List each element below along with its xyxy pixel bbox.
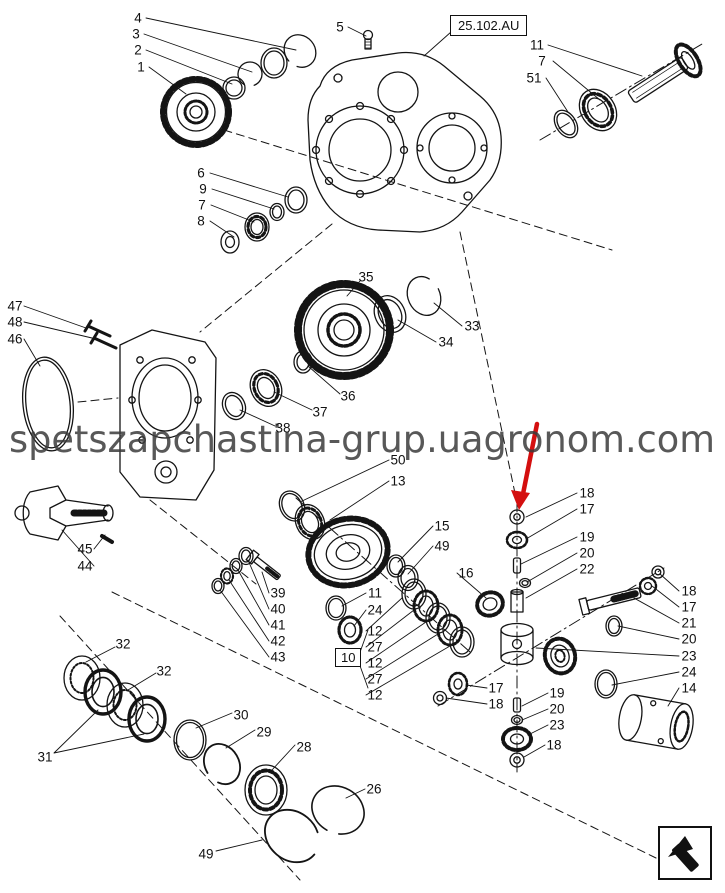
part-label: 3 — [132, 26, 140, 42]
part-label: 13 — [390, 473, 406, 489]
page-nav-button[interactable] — [658, 826, 712, 880]
part-label: 7 — [198, 197, 206, 213]
watermark-text: spetszapchastina-grup.uagronom.com — [9, 418, 715, 461]
part-label: 14 — [681, 680, 697, 696]
part-label: 36 — [340, 388, 356, 404]
part-label: 43 — [270, 649, 286, 665]
part-label: 27 — [367, 671, 383, 687]
spacer-bearing-set — [220, 186, 308, 254]
part-label: 16 — [458, 565, 474, 581]
part-label: 1 — [137, 59, 145, 75]
part-label: 12 — [367, 655, 383, 671]
part-label: 20 — [681, 631, 697, 647]
part-label: 18 — [488, 696, 504, 712]
pinion-shaft-assembly — [553, 42, 703, 139]
part-label: 11 — [367, 585, 383, 601]
red-callout-arrow — [511, 421, 540, 510]
part-label: 41 — [270, 617, 286, 633]
part-label: 5 — [336, 19, 344, 35]
part-label: 20 — [549, 701, 565, 717]
differential-assembly — [432, 509, 665, 768]
part-label: 8 — [197, 213, 205, 229]
part-label: 18 — [579, 485, 595, 501]
part-label: 22 — [579, 561, 595, 577]
part-label: 17 — [681, 599, 697, 615]
part-label: 23 — [549, 717, 565, 733]
part-label: 24 — [367, 602, 383, 618]
part-label: 12 — [367, 623, 383, 639]
part-label: 18 — [546, 737, 562, 753]
part-label: 32 — [115, 636, 131, 652]
part-label: 33 — [464, 318, 480, 334]
part-label: 38 — [275, 420, 291, 436]
part-label: 17 — [488, 680, 504, 696]
construction-lines — [59, 43, 703, 881]
yoke-assembly — [14, 485, 114, 544]
part-label: 45 — [77, 541, 93, 557]
part-label: 37 — [312, 404, 328, 420]
group-ref-box: 10 — [335, 648, 362, 667]
part-label: 19 — [579, 529, 595, 545]
part-label: 32 — [156, 663, 172, 679]
part-label: 50 — [390, 452, 406, 468]
part-label: 28 — [296, 739, 312, 755]
part-label: 48 — [7, 314, 23, 330]
part-label: 49 — [434, 538, 450, 554]
part-label: 20 — [579, 545, 595, 561]
part-label: 44 — [77, 558, 93, 574]
part-label: 7 — [538, 53, 546, 69]
part-label: 47 — [7, 298, 23, 314]
part-label: 4 — [134, 10, 142, 26]
part-label: 49 — [198, 846, 214, 862]
part-label: 9 — [199, 181, 207, 197]
disc-ring-stack — [63, 655, 365, 864]
part-label: 12 — [367, 687, 383, 703]
part-label: 18 — [681, 583, 697, 599]
part-label: 40 — [270, 601, 286, 617]
part-label: 21 — [681, 615, 697, 631]
page-turn-arrow-icon — [668, 836, 699, 872]
part-label: 31 — [37, 749, 53, 765]
part-label: 46 — [7, 331, 23, 347]
part-label: 6 — [197, 165, 205, 181]
part-label: 26 — [366, 781, 382, 797]
assembly-ref-box[interactable]: 25.102.AU — [450, 15, 528, 36]
part-label: 34 — [438, 334, 454, 350]
part-label: 15 — [434, 518, 450, 534]
part-label: 23 — [681, 648, 697, 664]
part-label: 35 — [358, 269, 374, 285]
part-label: 51 — [526, 70, 542, 86]
part-label: 42 — [270, 633, 286, 649]
input-gear-assembly — [160, 34, 317, 148]
part-label: 19 — [549, 685, 565, 701]
part-label: 29 — [256, 724, 272, 740]
part-label: 39 — [270, 585, 286, 601]
part-label: 30 — [233, 707, 249, 723]
leader-lines — [23, 17, 680, 852]
gearbox-housing — [307, 51, 502, 233]
part-label: 27 — [367, 639, 383, 655]
coupling-sleeve — [618, 694, 694, 750]
part-label: 11 — [529, 37, 545, 53]
bolt-5 — [362, 29, 374, 50]
part-label: 2 — [134, 42, 142, 58]
crown-gear-assembly — [211, 490, 475, 658]
part-label: 24 — [681, 664, 697, 680]
part-label: 17 — [579, 501, 595, 517]
side-cover-assembly — [22, 319, 217, 501]
main-gear-assembly — [221, 276, 442, 421]
